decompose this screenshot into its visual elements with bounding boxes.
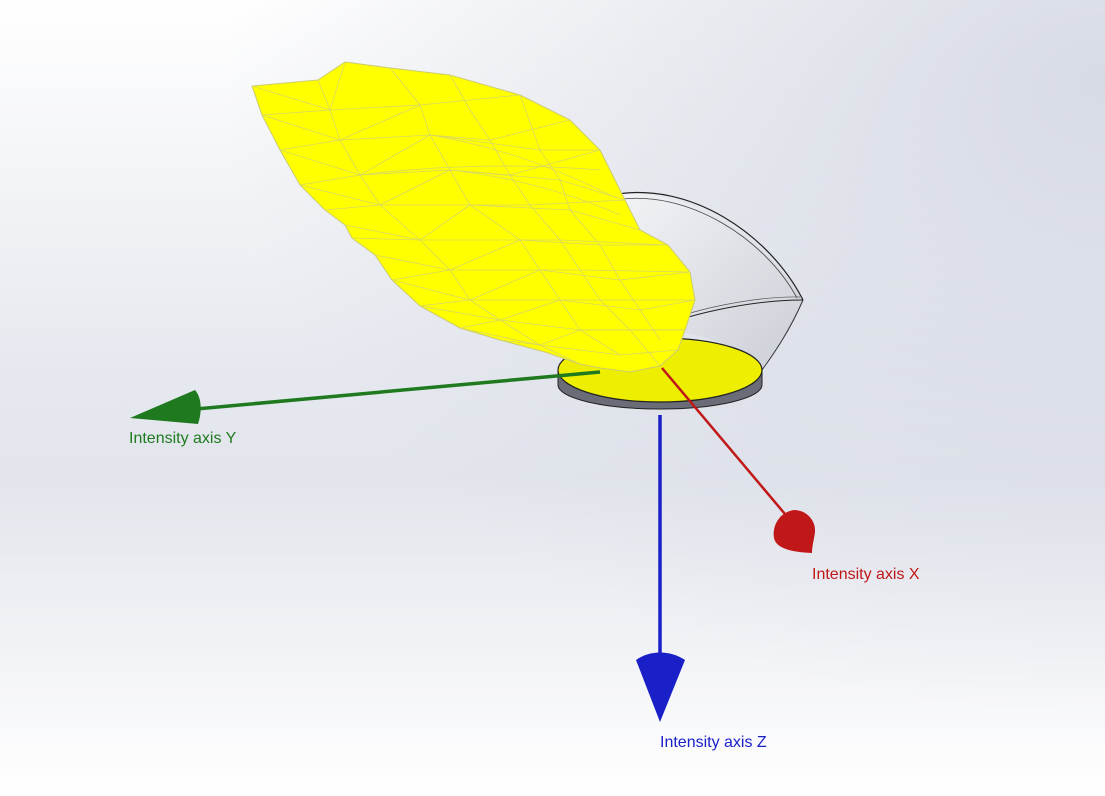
axis-x-label: Intensity axis X (812, 566, 920, 583)
lobe-mesh-lines (251, 61, 696, 367)
intensity-axis-z[interactable] (636, 415, 685, 722)
intensity-lobe[interactable] (251, 61, 696, 373)
axis-y-label: Intensity axis Y (129, 430, 237, 447)
intensity-axis-x[interactable] (661, 367, 816, 553)
axis-z-label: Intensity axis Z (660, 734, 767, 751)
intensity-axis-y[interactable] (130, 370, 601, 424)
